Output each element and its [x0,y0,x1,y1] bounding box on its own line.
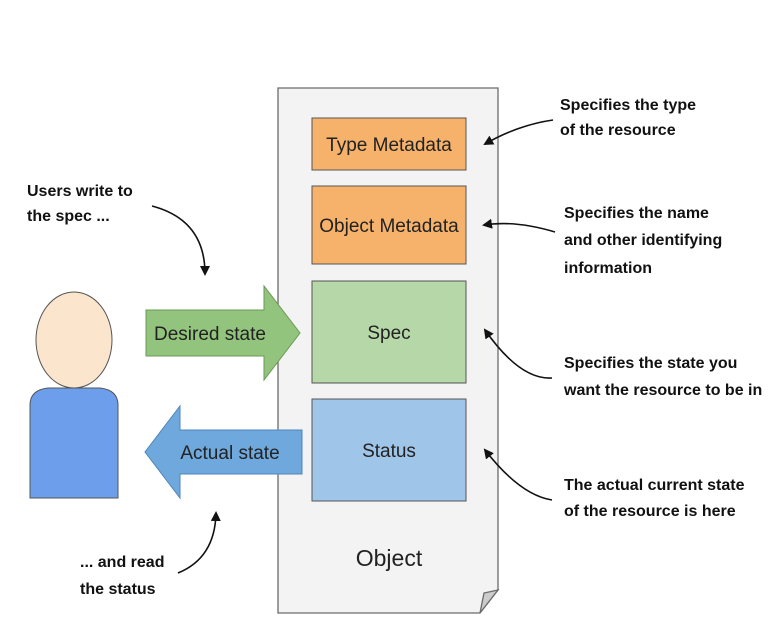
note-spec-desc: Specifies the state you want the resourc… [563,355,762,399]
object-metadata-box [311,185,467,265]
object-label: Object [356,545,423,571]
name-desc-curve [482,218,556,233]
desired-state-label: Desired state [154,324,266,345]
actual-state-arrow [144,404,303,500]
document-fold-corner [479,588,500,614]
users-write-curve [151,205,210,276]
user-body [29,387,119,499]
type-metadata-box [311,117,467,171]
note-status-desc: The actual current state of the resource… [564,477,749,520]
type-metadata-label: Type Metadata [326,135,452,156]
actual-state-label: Actual state [180,443,279,464]
object-metadata-label: Object Metadata [319,216,459,237]
note-users-write: Users write to the spec ... [27,183,137,225]
status-label: Status [362,441,416,462]
note-read-status: ... and read the status [80,554,169,598]
user-head [35,291,113,389]
read-status-curve [177,511,221,574]
status-desc-curve [483,448,553,501]
note-type-desc: Specifies the type of the resource [560,97,701,139]
desired-state-arrow [145,284,301,382]
spec-label: Spec [367,323,410,344]
spec-desc-curve [483,328,553,379]
type-desc-curve [483,119,554,145]
note-name-desc: Specifies the name and other identifying… [564,205,727,277]
status-box [311,398,467,502]
spec-box [311,280,467,384]
